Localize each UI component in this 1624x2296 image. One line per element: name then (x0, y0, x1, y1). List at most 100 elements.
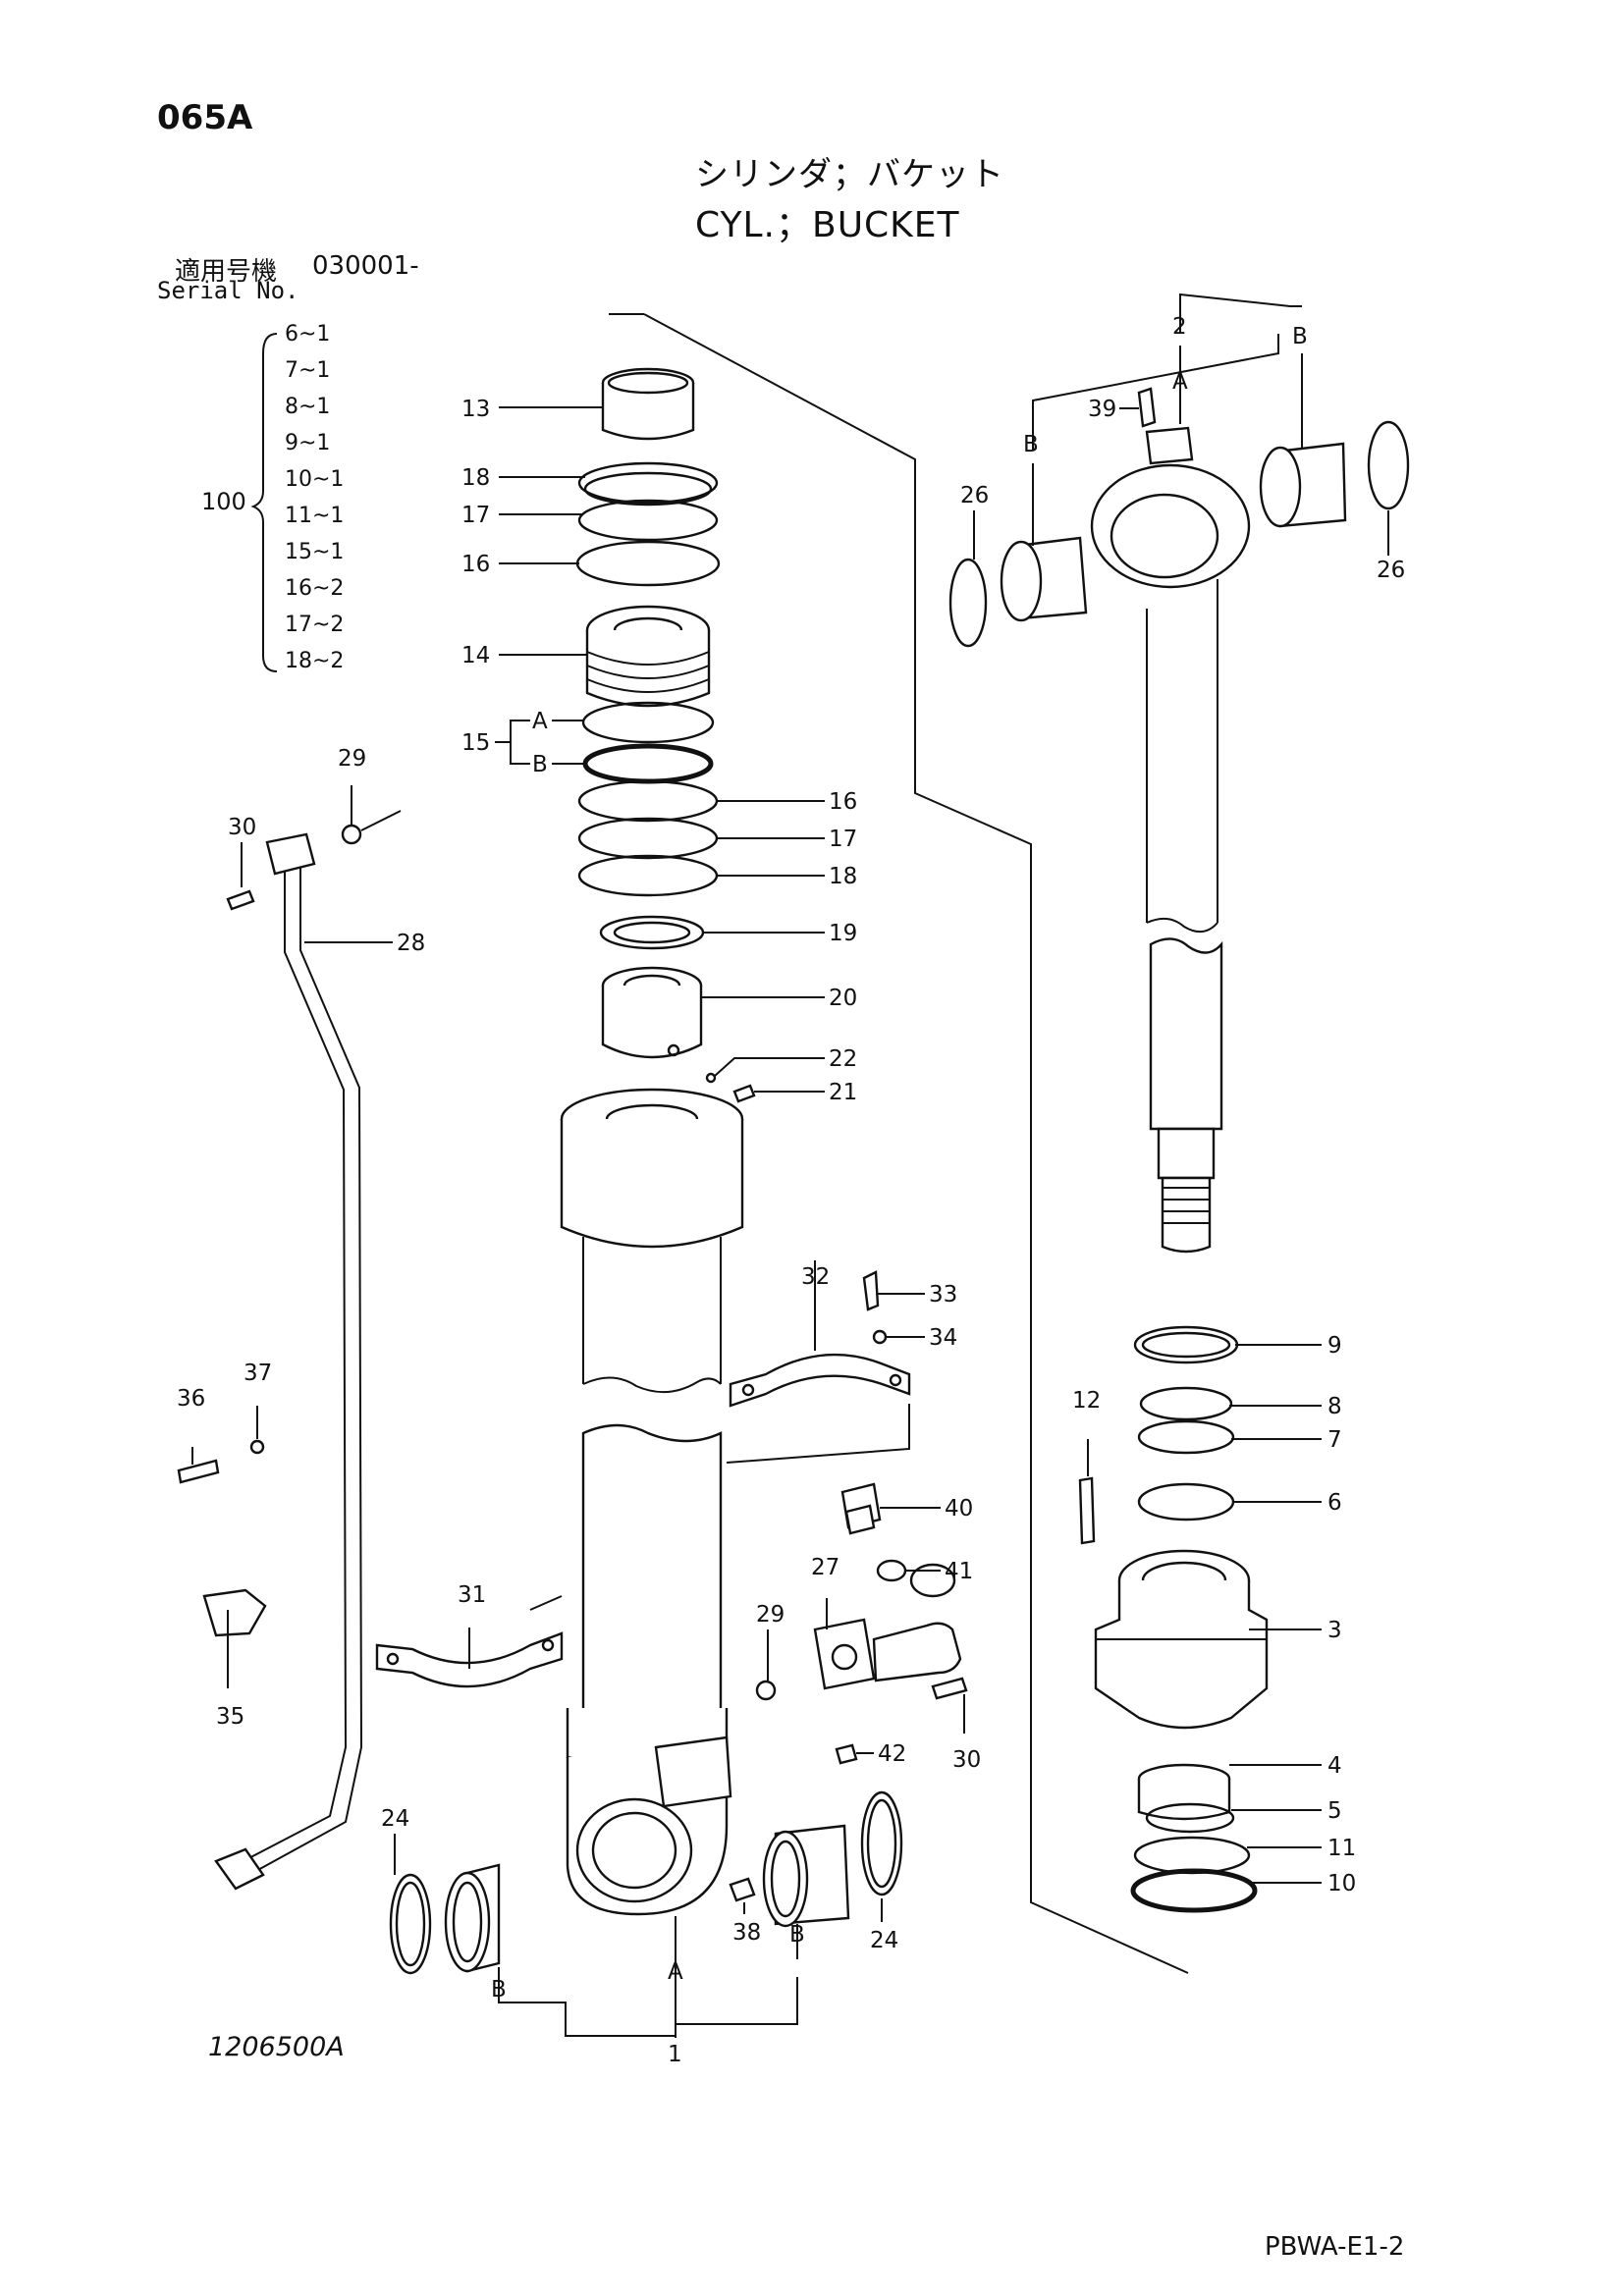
callout-39: 39 (1088, 397, 1116, 422)
part-4-bushing (1137, 1763, 1231, 1821)
kit-item: 11~1 (285, 504, 345, 528)
callout-5: 5 (1327, 1798, 1342, 1824)
callout-38: 38 (732, 1920, 761, 1946)
kit-item: 6~1 (285, 322, 331, 347)
kit-item: 15~1 (285, 540, 345, 564)
part-39-grease-nipple (1137, 387, 1157, 428)
part-30-bolt-lower (931, 1677, 968, 1700)
part-b-bushing-rod-right (1259, 442, 1347, 528)
callout-26-left: 26 (960, 483, 989, 508)
part-b-bushing-rod-left (1000, 536, 1088, 622)
callout-17: 17 (461, 503, 490, 528)
title-english: CYL.；BUCKET (695, 205, 960, 245)
serial-label-japanese: 適用号機 (175, 257, 278, 287)
part-41-oring (876, 1559, 907, 1582)
callout-40: 40 (945, 1496, 973, 1522)
callout-28: 28 (397, 931, 425, 956)
part-40-connector (840, 1482, 882, 1535)
serial-label-english: Serial No. (157, 277, 299, 304)
callout-letter-a-rod: A (1172, 369, 1188, 395)
callout-16-lower: 16 (829, 789, 857, 815)
callout-35: 35 (216, 1704, 244, 1730)
callout-letter-b: B (532, 752, 548, 777)
part-29-oring-top (341, 824, 362, 845)
part-17-ring-lower (577, 817, 719, 860)
part-5-ring (1145, 1802, 1235, 1834)
callout-24-left: 24 (381, 1806, 409, 1832)
part-12-bolt (1078, 1476, 1096, 1545)
callout-36: 36 (177, 1386, 205, 1412)
callout-letter-a-bottom: A (668, 1959, 683, 1985)
callout-16: 16 (461, 552, 490, 577)
callout-6: 6 (1327, 1490, 1342, 1516)
callout-27: 27 (811, 1555, 839, 1580)
callout-letter-b-rod-right: B (1292, 324, 1308, 349)
part-26-seal-left (948, 558, 988, 648)
part-13-bushing (601, 367, 695, 441)
callout-33: 33 (929, 1282, 957, 1308)
part-35-bracket (202, 1588, 267, 1637)
callout-8: 8 (1327, 1394, 1342, 1419)
part-28-pipe (214, 832, 363, 1891)
callout-29-lower: 29 (756, 1602, 785, 1628)
callout-7: 7 (1327, 1427, 1342, 1453)
callout-22: 22 (829, 1046, 857, 1072)
kit-item: 8~1 (285, 395, 331, 419)
callout-30-top: 30 (228, 815, 256, 840)
part-b-bushing-left (444, 1863, 501, 1973)
part-38-grease-fitting (729, 1877, 756, 1902)
callout-31: 31 (458, 1582, 486, 1608)
callout-30-lower: 30 (952, 1747, 981, 1773)
part-31-clamp (375, 1631, 564, 1688)
callout-42: 42 (878, 1741, 906, 1767)
callout-26-right: 26 (1377, 558, 1405, 583)
callout-2: 2 (1172, 314, 1187, 340)
part-b-bushing-right (762, 1824, 850, 1928)
callout-18: 18 (461, 465, 490, 491)
page-reference: PBWA-E1-2 (1265, 2232, 1405, 2262)
serial-code: 030001- (312, 251, 419, 281)
part-11-ring (1133, 1836, 1251, 1875)
part-33-bolt (862, 1270, 880, 1311)
callout-9: 9 (1327, 1333, 1342, 1359)
part-6-ring (1137, 1482, 1235, 1522)
part-2-piston-rod (1090, 426, 1251, 1254)
part-16-ring-lower (577, 779, 719, 823)
callout-10: 10 (1327, 1871, 1356, 1896)
callout-24-right: 24 (870, 1928, 898, 1953)
callout-1: 1 (668, 2042, 682, 2067)
part-29-oring-lower (755, 1680, 777, 1701)
part-24-seal-right (860, 1790, 903, 1896)
kit-item: 9~1 (285, 431, 331, 455)
part-15b-ring (582, 743, 714, 784)
part-17-ring (577, 499, 719, 542)
page-code: 065A (157, 98, 253, 137)
callout-4: 4 (1327, 1753, 1342, 1779)
part-30-bolt-top (226, 889, 255, 911)
part-18-ring (577, 461, 719, 505)
part-8-ring (1139, 1386, 1233, 1421)
callout-15: 15 (461, 730, 490, 756)
callout-19: 19 (829, 921, 857, 946)
cylinder-tube-lower (566, 1423, 732, 1916)
part-14-piston (585, 605, 711, 708)
kit-item: 18~2 (285, 649, 345, 673)
kit-item: 17~2 (285, 613, 345, 637)
callout-letter-b-left: B (491, 1977, 507, 2002)
part-24-seal-left (389, 1873, 432, 1975)
callout-14: 14 (461, 643, 490, 668)
part-36-bolt (177, 1459, 220, 1484)
callout-letter-a: A (532, 709, 548, 734)
cylinder-tube-upper (560, 1088, 744, 1394)
part-26-seal-right (1367, 420, 1410, 510)
callout-12: 12 (1072, 1388, 1101, 1414)
callout-29-top: 29 (338, 746, 366, 772)
part-34-washer (872, 1329, 888, 1345)
part-16-ring (575, 540, 721, 587)
part-37-washer (249, 1439, 265, 1455)
part-3-cylinder-head (1094, 1549, 1269, 1730)
callout-37: 37 (244, 1361, 272, 1386)
kit-brace (250, 333, 278, 672)
part-18-ring-lower (577, 854, 719, 897)
